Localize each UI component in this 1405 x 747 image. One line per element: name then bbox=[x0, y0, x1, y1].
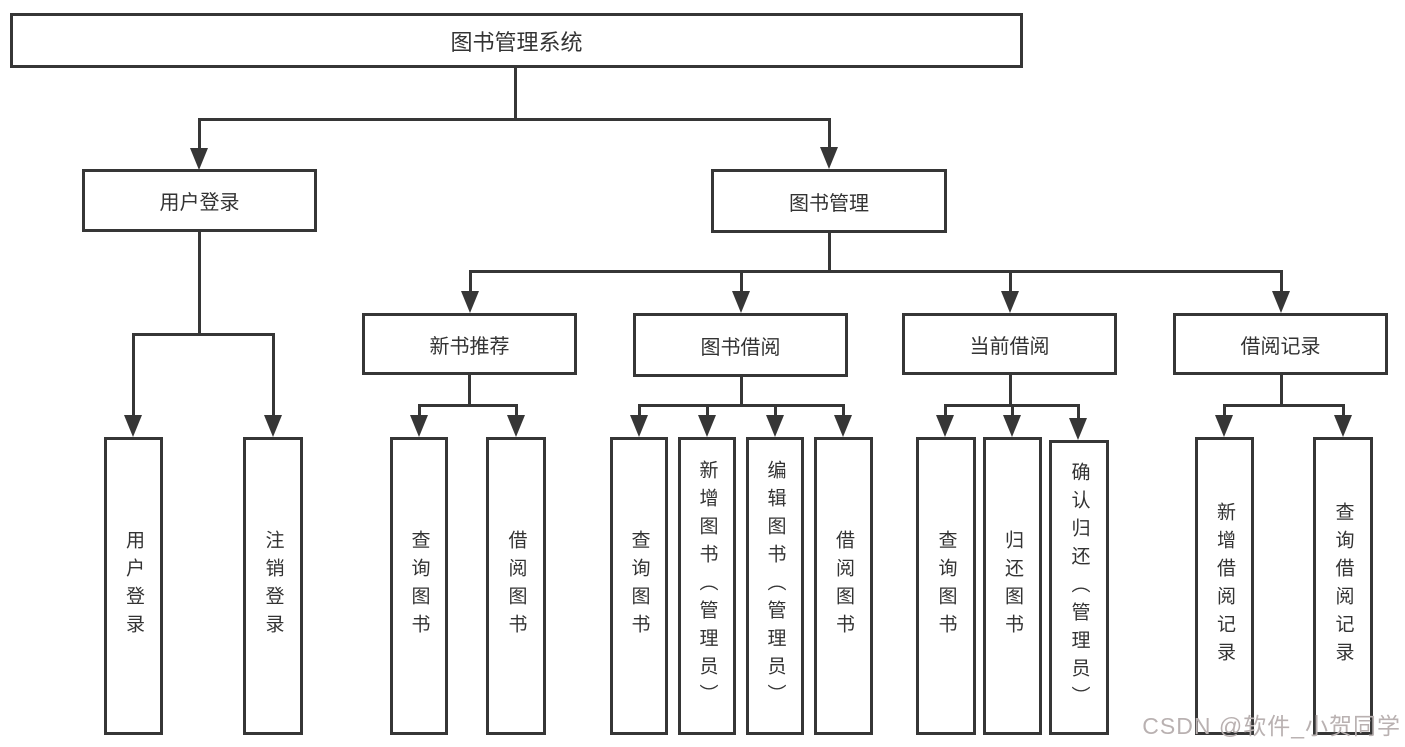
edge-borrow-record-stem bbox=[1280, 375, 1283, 406]
edge-drop-ul-logout bbox=[272, 333, 275, 418]
node-borrow-record: 借阅记录 bbox=[1173, 313, 1388, 375]
node-current-borrow-label: 当前借阅 bbox=[969, 335, 1050, 358]
edge-new-book-rec-bus bbox=[418, 404, 518, 407]
arrowhead-bb-query bbox=[630, 415, 648, 437]
csdn-watermark: CSDN @软件_小贺同学 bbox=[1142, 713, 1401, 739]
edge-drop-nb-borrow bbox=[515, 404, 518, 417]
node-leaf-logout: 注销登录 bbox=[243, 437, 303, 735]
edge-drop-user-login bbox=[198, 118, 201, 150]
edge-root-bus bbox=[198, 118, 831, 121]
edge-book-mgmt-bus bbox=[469, 270, 1283, 273]
arrowhead-current-borrow bbox=[1001, 291, 1019, 313]
node-leaf-user-login-label: 用户登录 bbox=[123, 530, 144, 642]
node-leaf-cb-return-books: 归还图书 bbox=[983, 437, 1042, 735]
edge-drop-bb-query bbox=[638, 404, 641, 417]
edge-drop-book-mgmt bbox=[828, 118, 831, 149]
node-leaf-nb-query-books-label: 查询图书 bbox=[408, 530, 430, 642]
node-leaf-br-add-record-label: 新增借阅记录 bbox=[1214, 502, 1235, 670]
node-new-book-rec-label: 新书推荐 bbox=[429, 335, 510, 358]
edge-book-borrow-bus bbox=[638, 404, 845, 407]
arrowhead-book-borrow bbox=[732, 291, 750, 313]
node-leaf-bb-edit-books: 编辑图书（管理员） bbox=[746, 437, 804, 735]
arrowhead-cb-confirm bbox=[1069, 418, 1087, 440]
arrowhead-br-add bbox=[1215, 415, 1233, 437]
node-leaf-cb-query-books: 查询图书 bbox=[916, 437, 976, 735]
node-leaf-nb-borrow-books-label: 借阅图书 bbox=[505, 530, 527, 642]
edge-drop-bb-add bbox=[706, 404, 709, 417]
node-leaf-br-query-record: 查询借阅记录 bbox=[1313, 437, 1373, 735]
node-leaf-bb-borrow-books-label: 借阅图书 bbox=[833, 530, 854, 642]
edge-drop-ul-login bbox=[132, 333, 135, 418]
arrowhead-nb-borrow bbox=[507, 415, 525, 437]
edge-root-stem bbox=[514, 68, 517, 120]
node-leaf-bb-query-books-label: 查询图书 bbox=[628, 530, 650, 642]
arrowhead-new-book-rec bbox=[461, 291, 479, 313]
edge-drop-borrow-record bbox=[1280, 270, 1283, 293]
edge-drop-cb-query bbox=[944, 404, 947, 417]
arrowhead-cb-query bbox=[936, 415, 954, 437]
node-leaf-bb-edit-books-label: 编辑图书（管理员） bbox=[764, 460, 786, 712]
node-leaf-cb-confirm-return-label: 确认归还（管理员） bbox=[1068, 461, 1090, 714]
node-book-mgmt-branch-label: 图书管理 bbox=[789, 192, 869, 215]
edge-new-book-rec-stem bbox=[468, 375, 471, 406]
node-leaf-bb-add-books: 新增图书（管理员） bbox=[678, 437, 736, 735]
node-current-borrow: 当前借阅 bbox=[902, 313, 1117, 375]
arrowhead-bb-borrow bbox=[834, 415, 852, 437]
edge-current-borrow-stem bbox=[1009, 375, 1012, 406]
node-leaf-nb-query-books: 查询图书 bbox=[390, 437, 448, 735]
node-leaf-cb-query-books-label: 查询图书 bbox=[935, 530, 957, 642]
node-leaf-br-add-record: 新增借阅记录 bbox=[1195, 437, 1254, 735]
arrowhead-bb-add bbox=[698, 415, 716, 437]
node-new-book-rec: 新书推荐 bbox=[362, 313, 577, 375]
arrowhead-ul-logout bbox=[264, 415, 282, 437]
arrowhead-user-login bbox=[190, 148, 208, 170]
edge-user-login-stem bbox=[198, 232, 201, 336]
edge-drop-bb-edit bbox=[774, 404, 777, 417]
node-user-login-branch-label: 用户登录 bbox=[159, 192, 240, 214]
node-library-system-label: 图书管理系统 bbox=[450, 29, 583, 55]
arrowhead-bb-edit bbox=[766, 415, 784, 437]
node-book-mgmt-branch: 图书管理 bbox=[711, 169, 947, 233]
node-leaf-logout-label: 注销登录 bbox=[262, 530, 284, 642]
node-leaf-bb-borrow-books: 借阅图书 bbox=[814, 437, 873, 735]
edge-drop-nb-query bbox=[418, 404, 421, 417]
edge-book-mgmt-stem bbox=[828, 233, 831, 273]
node-user-login-branch: 用户登录 bbox=[82, 169, 317, 232]
arrowhead-nb-query bbox=[410, 415, 428, 437]
node-book-borrow-label: 图书借阅 bbox=[700, 336, 781, 359]
edge-drop-new-book-rec bbox=[469, 270, 472, 293]
edge-drop-current-borrow bbox=[1009, 270, 1012, 293]
edge-drop-book-borrow bbox=[740, 270, 743, 293]
edge-book-borrow-stem bbox=[740, 377, 743, 406]
edge-drop-cb-return bbox=[1011, 404, 1014, 417]
edge-drop-br-add bbox=[1223, 404, 1226, 417]
edge-borrow-record-bus bbox=[1223, 404, 1345, 407]
node-leaf-cb-confirm-return: 确认归还（管理员） bbox=[1049, 440, 1109, 735]
node-leaf-br-query-record-label: 查询借阅记录 bbox=[1332, 502, 1354, 670]
arrowhead-br-query bbox=[1334, 415, 1352, 437]
arrowhead-book-mgmt bbox=[820, 147, 838, 169]
node-leaf-bb-query-books: 查询图书 bbox=[610, 437, 668, 735]
arrowhead-ul-login bbox=[124, 415, 142, 437]
edge-drop-br-query bbox=[1342, 404, 1345, 417]
node-leaf-bb-add-books-label: 新增图书（管理员） bbox=[696, 460, 718, 712]
node-borrow-record-label: 借阅记录 bbox=[1240, 335, 1321, 358]
edge-drop-bb-borrow bbox=[842, 404, 845, 417]
node-book-borrow: 图书借阅 bbox=[633, 313, 848, 377]
edge-drop-cb-confirm bbox=[1077, 404, 1080, 420]
arrowhead-cb-return bbox=[1003, 415, 1021, 437]
node-leaf-nb-borrow-books: 借阅图书 bbox=[486, 437, 546, 735]
node-library-system: 图书管理系统 bbox=[10, 13, 1023, 68]
node-leaf-cb-return-books-label: 归还图书 bbox=[1002, 530, 1023, 642]
node-leaf-user-login: 用户登录 bbox=[104, 437, 163, 735]
arrowhead-borrow-record bbox=[1272, 291, 1290, 313]
edge-user-login-bus bbox=[132, 333, 275, 336]
